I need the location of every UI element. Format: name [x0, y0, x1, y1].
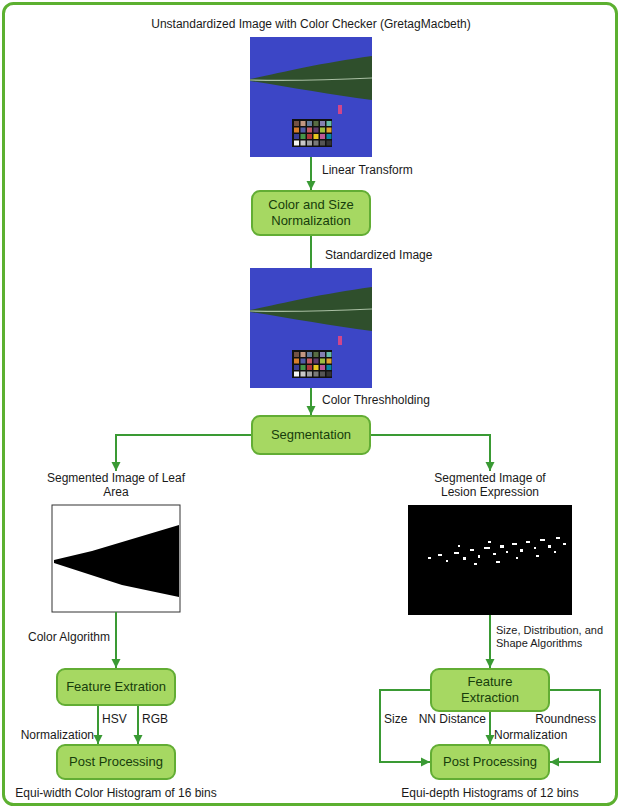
- leaf-photo: [250, 268, 372, 388]
- box-label: Post Processing: [69, 754, 163, 770]
- connector-label: Color Threshholding: [322, 393, 472, 407]
- step-note: Normalization: [8, 728, 94, 742]
- output-note: Equi-width Color Histogram of 16 bins: [0, 786, 232, 800]
- lesion-mask-image-part-part: [536, 555, 539, 557]
- arrow-head: [486, 735, 495, 744]
- leaf-mask-image-part: [54, 525, 179, 597]
- leaf-mask-image: [52, 505, 180, 612]
- lesion-mask-image-part-part: [488, 541, 491, 543]
- arrow-head: [134, 735, 143, 744]
- lesion-mask-image: [408, 505, 572, 615]
- lesion-mask-image-part-part: [496, 561, 500, 563]
- lesion-mask-image-part-part: [446, 560, 448, 562]
- box-label: Color and Size Normalization: [259, 197, 363, 229]
- lesion-mask-image-part-part: [563, 543, 566, 545]
- arrow-head: [307, 406, 316, 415]
- process-box: Color and Size Normalization: [251, 190, 371, 236]
- lesion-mask-image-part-part: [554, 551, 556, 553]
- lesion-mask-image-part-part: [548, 545, 551, 548]
- leaf-mask-image-part: [52, 505, 180, 612]
- arrow-head: [112, 462, 121, 471]
- process-box: Feature Extration: [56, 668, 176, 706]
- process-box: Feature Extraction: [430, 668, 550, 712]
- connector-label: Linear Transform: [322, 163, 452, 177]
- arrow-head: [486, 659, 495, 668]
- lesion-mask-image-part-part: [534, 547, 536, 549]
- lesion-mask-image-part-part: [520, 549, 523, 552]
- flow-connector: [94, 706, 103, 744]
- arrow-head: [112, 659, 121, 668]
- flow-connector: [307, 388, 316, 415]
- connector-label: HSV: [102, 712, 138, 726]
- lesion-mask-image-part-part: [506, 551, 508, 553]
- lesion-mask-image-part-part: [428, 557, 431, 559]
- process-box: Post Processing: [430, 744, 550, 780]
- lesion-mask-image-part: [428, 537, 566, 565]
- flow-connector: [311, 236, 312, 268]
- lesion-mask-image-part-part: [556, 537, 560, 539]
- flow-connector: [486, 712, 495, 744]
- connector-label: Size: [384, 712, 414, 726]
- lesion-mask-image-part-part: [512, 543, 517, 545]
- flow-connector: [134, 706, 143, 744]
- flow-connector: [486, 615, 495, 668]
- lesion-mask-image-part-part: [458, 545, 460, 547]
- output-note: Equi-depth Histograms of 12 bins: [370, 786, 610, 800]
- lesion-mask-image-part-part: [493, 553, 496, 555]
- flow-connector: [371, 435, 495, 471]
- flow-connector: [112, 612, 121, 668]
- leaf-photo: [250, 37, 372, 157]
- image-heading: Unstandardized Image with Color Checker …: [101, 17, 521, 31]
- flow-connector: [112, 435, 252, 471]
- connector-label: Roundness: [522, 712, 596, 726]
- arrow-head: [421, 758, 430, 767]
- box-label: Feature Extration: [66, 679, 166, 695]
- image-panel: Standardized Image: [250, 268, 372, 388]
- arrow-head: [307, 181, 316, 190]
- connector-line: [310, 236, 312, 268]
- connector-line: [116, 435, 251, 471]
- lesion-mask-image-part-part: [454, 552, 459, 554]
- lesion-mask-image-part-part: [438, 554, 442, 556]
- figure-frame: [4, 4, 617, 805]
- flow-connector: [307, 157, 316, 190]
- lesion-mask-image-part-part: [484, 547, 490, 549]
- lesion-mask-image-part-part: [463, 557, 466, 560]
- box-label: Feature Extraction: [438, 674, 542, 706]
- lesion-mask-image-part: [408, 505, 572, 615]
- connector-line: [371, 435, 490, 471]
- lesion-mask-image-part-part: [526, 541, 530, 543]
- connector-line: [550, 690, 600, 762]
- image-panel: Segmented Image of Leaf Area: [52, 505, 180, 612]
- image-heading: Standardized Image: [325, 248, 455, 262]
- lesion-mask-image-part-part: [540, 539, 545, 541]
- image-heading: Segmented Image of Leaf Area: [46, 471, 186, 499]
- connector-line: [380, 690, 430, 762]
- connector-label: RGB: [142, 712, 178, 726]
- arrow-head: [550, 758, 559, 767]
- lesion-mask-image-part-part: [478, 555, 480, 558]
- process-box: Post Processing: [56, 744, 176, 780]
- lesion-mask-image-part-part: [470, 549, 474, 551]
- box-label: Segmentation: [271, 427, 351, 443]
- lesion-mask-image-part-part: [500, 545, 504, 548]
- step-note: Normalization: [494, 728, 584, 742]
- connector-label: NN Distance: [414, 712, 486, 726]
- connector-label: Size, Distribution, and Shape Algorithms: [496, 624, 610, 650]
- image-panel: Segmented Image of Lesion Expression: [408, 505, 572, 615]
- lesion-mask-image-part-part: [516, 557, 518, 559]
- image-panel: Unstandardized Image with Color Checker …: [250, 37, 372, 157]
- process-box: Segmentation: [251, 415, 371, 455]
- box-label: Post Processing: [443, 754, 537, 770]
- connector-label: Color Algorithm: [14, 630, 110, 644]
- arrow-head: [486, 462, 495, 471]
- image-heading: Segmented Image of Lesion Expression: [415, 471, 565, 499]
- arrow-head: [94, 735, 103, 744]
- lesion-mask-image-part-part: [474, 563, 477, 565]
- flow-connector: [380, 690, 430, 767]
